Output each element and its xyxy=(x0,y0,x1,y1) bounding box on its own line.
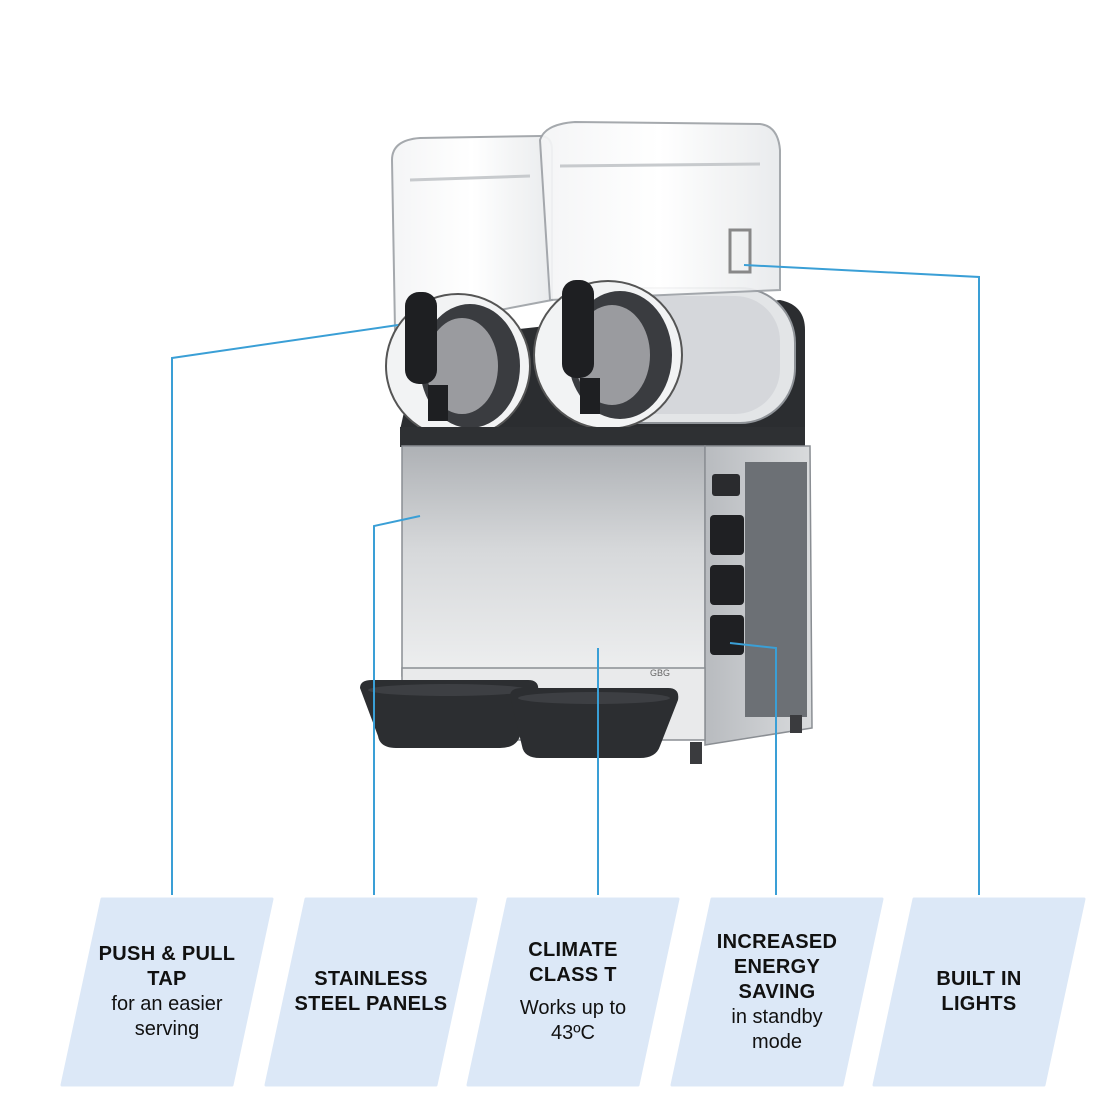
control-switches xyxy=(710,474,744,655)
callout-line-lights xyxy=(743,264,980,895)
feature-title: STAINLESS STEEL PANELS xyxy=(294,968,448,1015)
feature-title: CLIMATE CLASS T xyxy=(528,939,618,986)
callout-line-energy xyxy=(729,642,777,895)
front-cap-right xyxy=(533,280,683,430)
tap-handle-right xyxy=(562,280,600,414)
slush-machine: GBG xyxy=(360,120,813,764)
callout-line-panels xyxy=(373,515,421,895)
drip-tray-right xyxy=(510,688,679,758)
feature-subtitle: for an easier serving xyxy=(111,993,223,1040)
feature-card-stainless-steel: STAINLESS STEEL PANELS xyxy=(264,897,478,1087)
drip-tray-left xyxy=(360,680,539,748)
card-background xyxy=(60,897,274,1087)
brand-mark: GBG xyxy=(650,668,670,678)
card-background xyxy=(264,897,478,1087)
feature-card-climate-class: CLIMATE CLASS T Works up to 43ºC xyxy=(466,897,680,1087)
card-background xyxy=(466,897,680,1087)
callout-line-tap xyxy=(171,324,399,895)
stainless-front-panel xyxy=(401,445,706,677)
feature-card-built-in-lights: BUILT IN LIGHTS xyxy=(872,897,1086,1087)
feature-subtitle: Works up to 43ºC xyxy=(519,997,627,1044)
feature-title: PUSH & PULL TAP xyxy=(98,943,236,990)
transparent-bowls xyxy=(390,120,781,332)
feature-card-energy-saving: INCREASED ENERGY SAVING in standby mode xyxy=(670,897,884,1087)
feature-subtitle: in standby mode xyxy=(731,1005,823,1053)
callout-lines xyxy=(171,264,980,895)
feature-title: BUILT IN LIGHTS xyxy=(936,968,1022,1015)
card-background xyxy=(670,897,884,1087)
card-background xyxy=(872,897,1086,1087)
feature-card-push-pull-tap: PUSH & PULL TAP for an easier serving xyxy=(60,897,274,1087)
tap-handle-left xyxy=(405,292,448,421)
feature-title: INCREASED ENERGY SAVING xyxy=(716,930,838,1003)
